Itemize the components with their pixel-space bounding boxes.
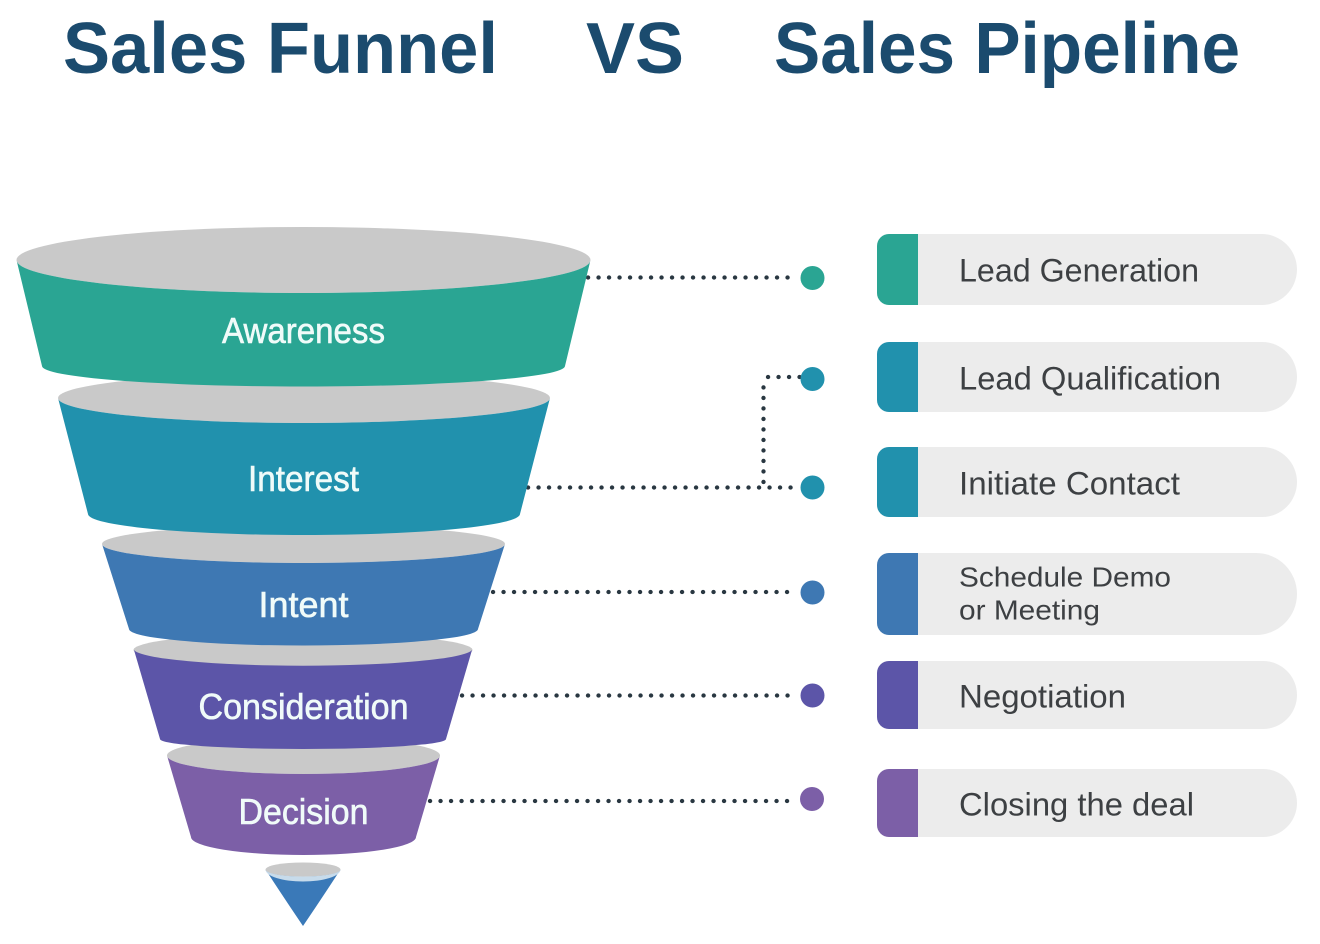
- svg-text:Initiate Contact: Initiate Contact: [959, 466, 1180, 502]
- svg-text:Lead Qualification: Lead Qualification: [959, 361, 1221, 397]
- svg-text:Negotiation: Negotiation: [959, 679, 1126, 715]
- svg-text:Awareness: Awareness: [222, 310, 385, 351]
- svg-text:Sales Funnel: Sales Funnel: [63, 9, 498, 89]
- svg-text:Closing the deal: Closing the deal: [959, 787, 1194, 823]
- svg-text:or Meeting: or Meeting: [959, 595, 1100, 626]
- svg-text:Sales Pipeline: Sales Pipeline: [774, 9, 1240, 89]
- svg-text:Decision: Decision: [239, 791, 369, 832]
- svg-text:Intent: Intent: [259, 584, 349, 625]
- svg-text:Consideration: Consideration: [199, 686, 409, 727]
- svg-text:VS: VS: [586, 9, 684, 89]
- svg-text:Schedule Demo: Schedule Demo: [959, 562, 1171, 593]
- svg-text:Lead Generation: Lead Generation: [959, 253, 1199, 289]
- svg-text:Interest: Interest: [248, 458, 359, 499]
